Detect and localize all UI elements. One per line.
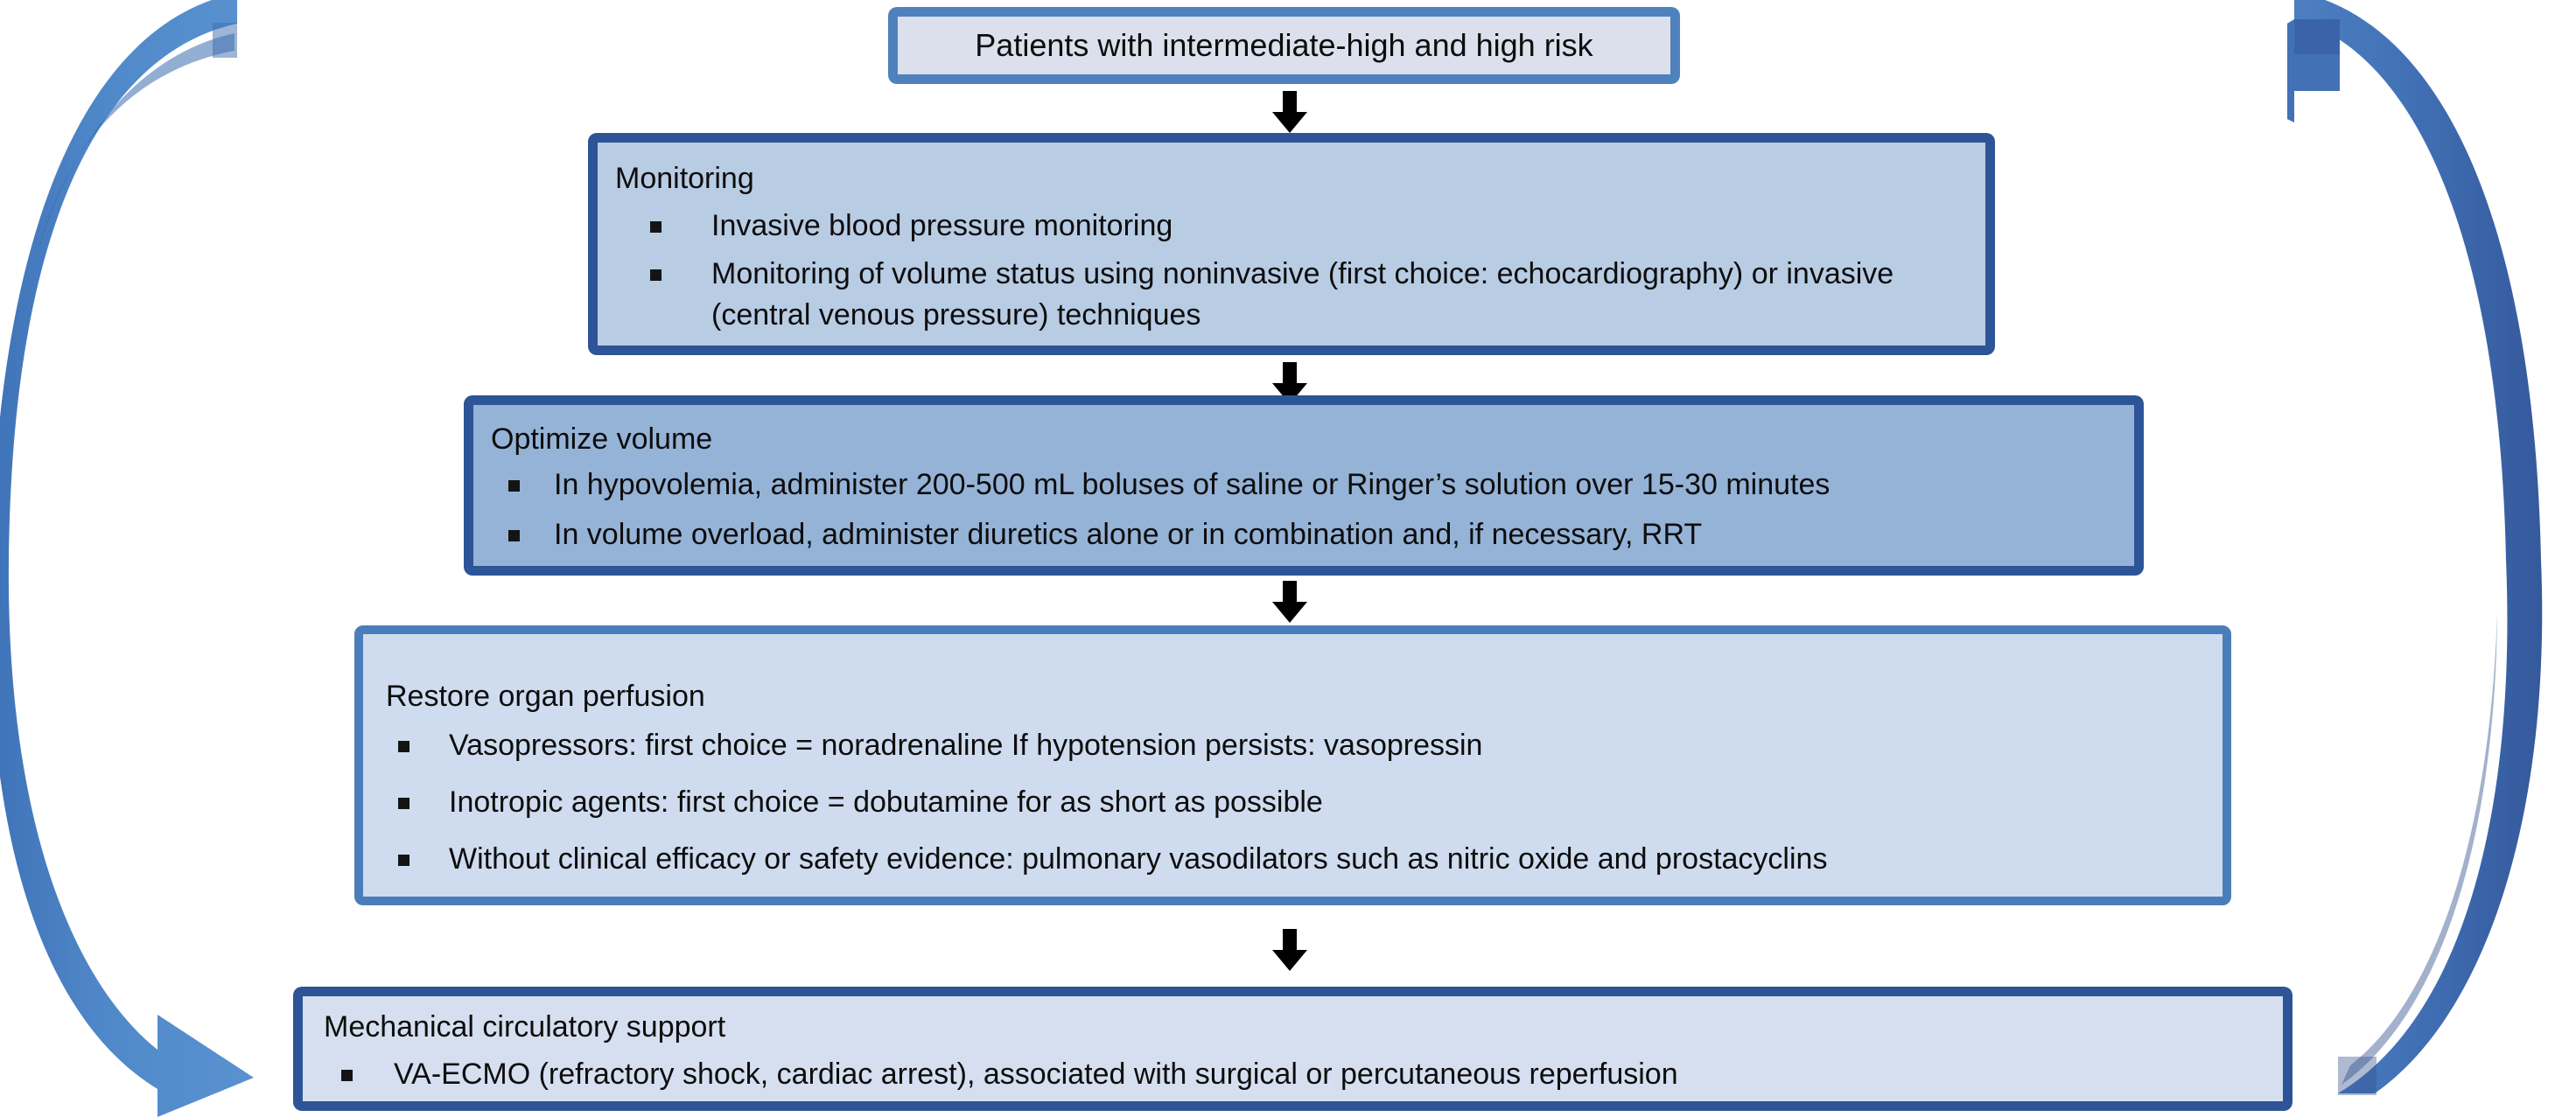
list-item-text: Without clinical efficacy or safety evid…: [449, 841, 1828, 876]
node-optimize-volume-inner: Optimize volume In hypovolemia, administ…: [473, 405, 2134, 566]
list-item-text: VA-ECMO (refractory shock, cardiac arres…: [394, 1058, 1678, 1092]
node-patients-risk-inner: Patients with intermediate-high and high…: [898, 17, 1670, 74]
list-item-text: Monitoring of volume status using noninv…: [711, 256, 1894, 332]
node-monitoring-inner: Monitoring Invasive blood pressure monit…: [598, 143, 1985, 346]
list-item: VA-ECMO (refractory shock, cardiac arres…: [341, 1054, 2271, 1095]
list-item-text: Invasive blood pressure monitoring: [711, 209, 1173, 243]
node-monitoring-title: Monitoring: [615, 162, 754, 195]
square-bullet-icon: [398, 797, 410, 809]
list-item: Inotropic agents: first choice = dobutam…: [398, 782, 2210, 823]
list-item-text: Inotropic agents: first choice = dobutam…: [449, 785, 1323, 819]
connector-arrow-down-3: [1270, 581, 1309, 623]
square-bullet-icon: [341, 1070, 353, 1082]
node-optimize-volume-title: Optimize volume: [491, 422, 713, 456]
list-item: In volume overload, administer diuretics…: [508, 514, 2122, 555]
node-optimize-volume: Optimize volume In hypovolemia, administ…: [464, 395, 2144, 576]
node-restore-organ-perfusion-title: Restore organ perfusion: [386, 680, 705, 713]
connector-arrow-down-4: [1270, 929, 1309, 971]
connector-arrow-down-2: [1270, 362, 1309, 404]
square-bullet-icon: [508, 480, 520, 492]
list-item: Invasive blood pressure monitoring: [650, 206, 1970, 247]
node-patients-risk-label: Patients with intermediate-high and high…: [975, 27, 1593, 63]
square-bullet-icon: [398, 741, 410, 753]
node-mechanical-circulatory-support-inner: Mechanical circulatory support VA-ECMO (…: [303, 996, 2283, 1101]
list-item: Monitoring of volume status using noninv…: [650, 254, 1970, 336]
node-restore-organ-perfusion-inner: Restore organ perfusion Vasopressors: fi…: [363, 634, 2222, 897]
list-item-text: In hypovolemia, administer 200-500 mL bo…: [554, 468, 1830, 502]
square-bullet-icon: [398, 854, 410, 866]
node-optimize-volume-bullets: In hypovolemia, administer 200-500 mL bo…: [491, 464, 2122, 555]
square-bullet-icon: [650, 269, 662, 281]
list-item-text: In volume overload, administer diuretics…: [554, 517, 1703, 551]
node-mechanical-circulatory-support-bullets: VA-ECMO (refractory shock, cardiac arres…: [324, 1054, 2271, 1095]
list-item: Without clinical efficacy or safety evid…: [398, 839, 2210, 880]
list-item: In hypovolemia, administer 200-500 mL bo…: [508, 464, 2122, 506]
node-monitoring: Monitoring Invasive blood pressure monit…: [588, 133, 1995, 355]
node-mechanical-circulatory-support: Mechanical circulatory support VA-ECMO (…: [293, 987, 2292, 1111]
left-curved-loop-arrow: [0, 0, 289, 1117]
list-item-text: Vasopressors: first choice = noradrenali…: [449, 729, 1483, 763]
node-restore-organ-perfusion-bullets: Vasopressors: first choice = noradrenali…: [386, 725, 2210, 880]
connector-arrow-down-1: [1270, 91, 1309, 133]
node-mechanical-circulatory-support-title: Mechanical circulatory support: [324, 1010, 726, 1044]
list-item: Vasopressors: first choice = noradrenali…: [398, 725, 2210, 766]
right-curved-loop-arrow: [2287, 0, 2576, 1117]
node-restore-organ-perfusion: Restore organ perfusion Vasopressors: fi…: [354, 625, 2231, 905]
square-bullet-icon: [508, 529, 520, 541]
square-bullet-icon: [650, 221, 662, 234]
node-monitoring-bullets: Invasive blood pressure monitoring Monit…: [615, 206, 1970, 336]
node-patients-risk: Patients with intermediate-high and high…: [888, 7, 1680, 84]
